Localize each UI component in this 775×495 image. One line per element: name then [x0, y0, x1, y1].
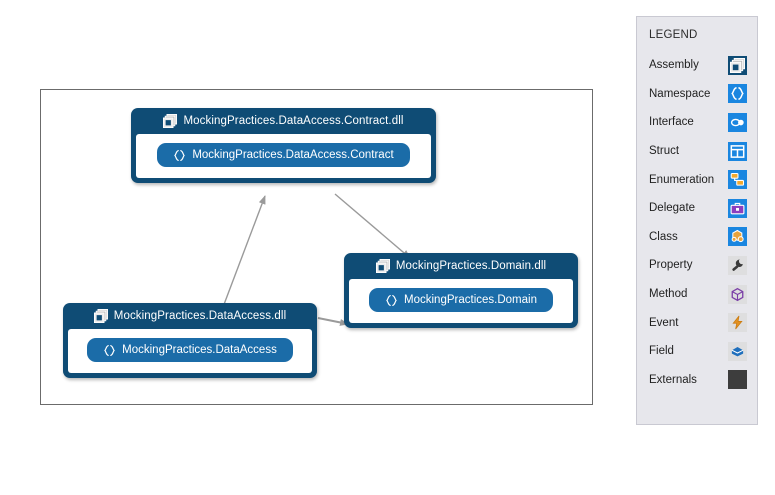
externals-icon	[728, 370, 747, 390]
enumeration-icon	[728, 170, 747, 190]
legend-item-struct: Struct	[637, 137, 757, 166]
assembly-node-title: MockingPractices.DataAccess.dll	[113, 310, 287, 322]
legend-item-method: Method	[637, 280, 757, 309]
legend-item-interface: Interface	[637, 108, 757, 137]
legend-item-enumeration: Enumeration	[637, 165, 757, 194]
assembly-node-body: MockingPractices.DataAccess.Contract	[136, 134, 431, 178]
legend-item-namespace: Namespace	[637, 80, 757, 109]
property-icon	[728, 255, 747, 275]
legend-title: LEGEND	[649, 29, 698, 41]
class-icon	[728, 227, 747, 247]
assembly-node-title: MockingPractices.Domain.dll	[395, 260, 547, 272]
namespace-icon	[385, 294, 398, 307]
legend-item-label: Enumeration	[649, 173, 715, 186]
legend-item-property: Property	[637, 251, 757, 280]
legend-item-label: Namespace	[649, 87, 711, 100]
legend-item-label: Delegate	[649, 202, 696, 215]
namespace-icon	[173, 149, 186, 162]
legend-item-delegate: Delegate	[637, 194, 757, 223]
legend-item-field: Field	[637, 337, 757, 366]
field-icon	[728, 341, 747, 361]
assembly-node-header: MockingPractices.DataAccess.Contract.dll	[131, 108, 436, 134]
legend-item-assembly: Assembly	[637, 51, 757, 80]
assembly-icon	[728, 55, 747, 75]
assembly-icon	[93, 309, 108, 323]
interface-icon	[728, 112, 747, 132]
method-icon	[728, 284, 747, 304]
namespace-pill[interactable]: MockingPractices.Domain	[369, 288, 553, 312]
legend-item-label: Event	[649, 316, 679, 329]
assembly-node-body: MockingPractices.Domain	[349, 279, 573, 323]
legend-panel: LEGEND Assembly Namespace	[636, 16, 758, 425]
legend-item-externals: Externals	[637, 366, 757, 395]
assembly-dependency-diagram: MockingPractices.DataAccess.Contract.dll…	[40, 89, 593, 405]
assembly-node-domain[interactable]: MockingPractices.Domain.dll MockingPract…	[344, 253, 578, 328]
delegate-icon	[728, 198, 747, 218]
edge-contract-to-domain	[334, 193, 411, 259]
assembly-node-title: MockingPractices.DataAccess.Contract.dll	[183, 115, 404, 127]
legend-item-label: Externals	[649, 373, 697, 386]
namespace-pill-label: MockingPractices.DataAccess.Contract	[192, 149, 394, 161]
legend-item-label: Struct	[649, 145, 680, 158]
assembly-node-body: MockingPractices.DataAccess	[68, 329, 312, 373]
namespace-icon	[728, 84, 747, 104]
namespace-pill[interactable]: MockingPractices.DataAccess.Contract	[157, 143, 410, 167]
namespace-icon	[103, 344, 116, 357]
legend-item-label: Assembly	[649, 59, 699, 72]
assembly-node-dataaccess[interactable]: MockingPractices.DataAccess.dll MockingP…	[63, 303, 317, 378]
edge-dataaccess-to-contract	[219, 195, 266, 316]
event-icon	[728, 313, 747, 333]
legend-item-label: Method	[649, 288, 688, 301]
legend-item-label: Field	[649, 345, 674, 358]
legend-item-label: Class	[649, 230, 678, 243]
namespace-pill[interactable]: MockingPractices.DataAccess	[87, 338, 293, 362]
legend-item-label: Property	[649, 259, 693, 272]
assembly-icon	[163, 114, 178, 128]
assembly-node-header: MockingPractices.DataAccess.dll	[63, 303, 317, 329]
namespace-pill-label: MockingPractices.DataAccess	[122, 344, 277, 356]
assembly-icon	[375, 259, 390, 273]
namespace-pill-label: MockingPractices.Domain	[404, 294, 537, 306]
assembly-node-contract[interactable]: MockingPractices.DataAccess.Contract.dll…	[131, 108, 436, 183]
assembly-node-header: MockingPractices.Domain.dll	[344, 253, 578, 279]
struct-icon	[728, 141, 747, 161]
legend-item-label: Interface	[649, 116, 694, 129]
legend-item-event: Event	[637, 308, 757, 337]
legend-item-class: Class	[637, 223, 757, 252]
